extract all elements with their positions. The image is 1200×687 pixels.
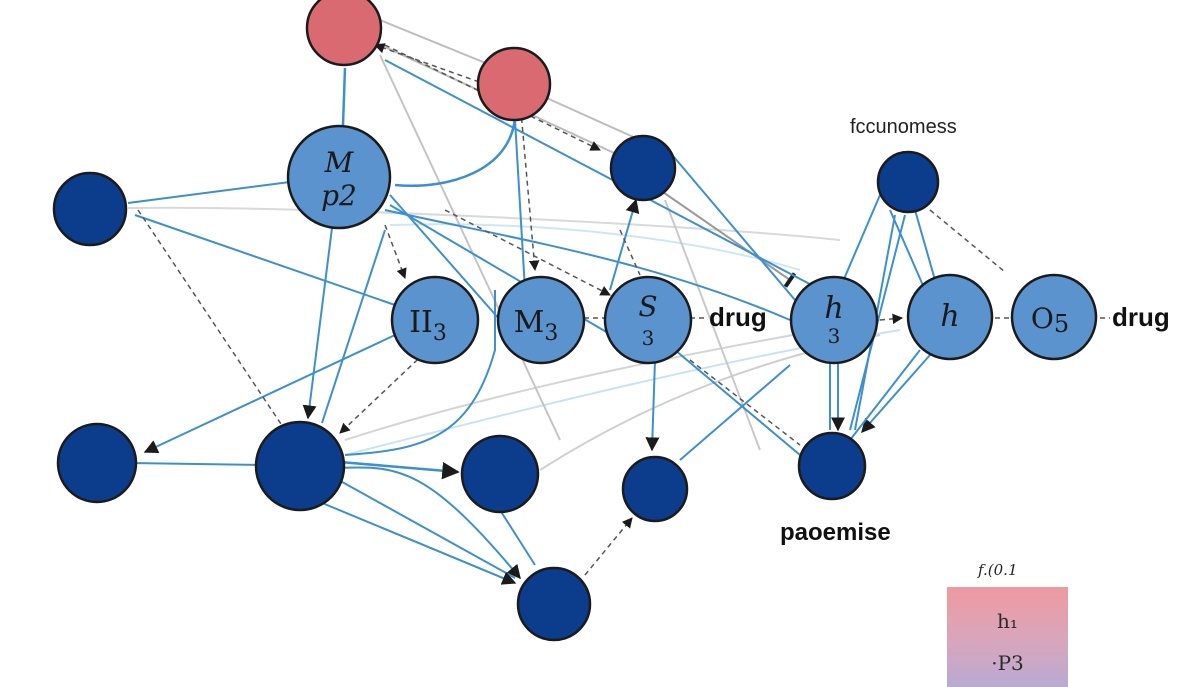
edge bbox=[539, 94, 641, 141]
edge bbox=[674, 349, 801, 456]
edge bbox=[127, 181, 291, 204]
edge bbox=[514, 119, 526, 291]
edge bbox=[667, 149, 796, 301]
edge bbox=[914, 209, 936, 281]
node-S3[interactable] bbox=[603, 275, 693, 365]
edge bbox=[879, 313, 904, 325]
node-label-Mp2-line1: M bbox=[324, 146, 355, 179]
edge bbox=[129, 462, 261, 466]
edge bbox=[339, 460, 460, 480]
edge bbox=[321, 229, 386, 424]
node-h[interactable] bbox=[906, 273, 994, 361]
edge bbox=[645, 359, 660, 452]
legend-item: ·P3 bbox=[991, 651, 1024, 675]
edge bbox=[929, 209, 1006, 273]
edge bbox=[584, 517, 633, 576]
node-label-O5: O5 bbox=[1031, 302, 1069, 338]
edge bbox=[499, 509, 536, 566]
edge bbox=[609, 198, 640, 291]
edge bbox=[889, 209, 926, 291]
node-dark-bottom-big[interactable] bbox=[254, 420, 346, 512]
node-label-h3-line2: 3 bbox=[828, 324, 841, 348]
node-label-Mp2-line2: p2 bbox=[321, 179, 357, 212]
legend-title: f.(0.1 bbox=[978, 561, 1018, 579]
nodes bbox=[52, 0, 1098, 642]
node-label-h3-line1: h bbox=[824, 291, 843, 326]
annotation-top-right: fccunomess bbox=[850, 116, 957, 138]
node-dark-bottom-left[interactable] bbox=[56, 422, 138, 504]
edge bbox=[344, 290, 496, 456]
edge bbox=[127, 206, 841, 241]
node-dark-bottom-low[interactable] bbox=[516, 566, 592, 642]
node-II3[interactable] bbox=[390, 275, 480, 365]
edge bbox=[519, 99, 540, 272]
node-dark-bottom-s[interactable] bbox=[621, 455, 689, 523]
edge bbox=[659, 189, 797, 288]
node-O5[interactable] bbox=[1010, 273, 1098, 361]
node-dark-top-right[interactable] bbox=[876, 150, 940, 214]
edge bbox=[689, 359, 801, 446]
edge bbox=[394, 117, 517, 187]
edge bbox=[379, 54, 561, 441]
node-dark-top-mid[interactable] bbox=[609, 134, 677, 202]
edge bbox=[334, 477, 516, 579]
legend-item: h₁ bbox=[997, 609, 1018, 633]
annotations: drug drug fccunomess paoemise bbox=[709, 116, 1170, 546]
node-dark-left-top[interactable] bbox=[52, 171, 128, 247]
edge bbox=[302, 227, 333, 420]
node-dark-bottom-mid[interactable] bbox=[460, 434, 540, 514]
node-red-top-left[interactable] bbox=[305, 0, 383, 67]
edge bbox=[444, 209, 611, 296]
edge bbox=[341, 67, 347, 126]
node-label-S3-line1: S bbox=[638, 290, 657, 323]
node-M3[interactable] bbox=[496, 275, 586, 365]
annotation-drug-1: drug bbox=[709, 302, 767, 332]
node-h3[interactable] bbox=[789, 275, 879, 365]
annotation-bottom: paoemise bbox=[780, 519, 891, 546]
edge bbox=[314, 499, 517, 585]
node-label-S3-line2: 3 bbox=[642, 326, 655, 350]
edge bbox=[384, 224, 407, 279]
node-Mp2[interactable] bbox=[286, 124, 392, 230]
node-dark-bottom-h[interactable] bbox=[797, 431, 867, 501]
node-label-II3: II3 bbox=[409, 305, 447, 346]
edge bbox=[849, 349, 921, 441]
node-labels: M p2 II3 M3 S 3 h 3 h O5 bbox=[321, 146, 1069, 350]
edge bbox=[339, 466, 521, 580]
edge bbox=[137, 209, 286, 431]
legend-box: h₁ ·P3 bbox=[947, 587, 1068, 687]
edge bbox=[679, 364, 791, 461]
edge bbox=[861, 354, 931, 434]
edge bbox=[143, 334, 396, 453]
edge bbox=[134, 214, 396, 306]
node-label-M3: M3 bbox=[514, 305, 559, 346]
annotation-drug-2: drug bbox=[1112, 302, 1170, 332]
node-red-top-right[interactable] bbox=[476, 46, 552, 122]
edge bbox=[384, 209, 791, 321]
node-label-h: h bbox=[940, 299, 959, 334]
